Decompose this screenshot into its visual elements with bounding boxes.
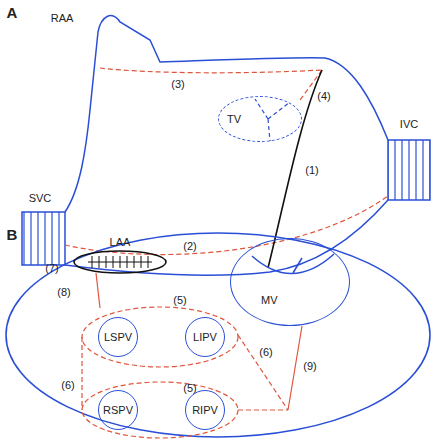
callout-number: (3) [171,78,184,91]
linear-lines [96,273,302,410]
right-atrium [22,16,430,276]
callout-number: (5) [173,294,186,307]
node-text: RSPV [103,404,133,417]
structure-node: MV [230,238,350,326]
structure-node: RSPV [98,390,138,430]
mitral-leaflets [252,254,334,274]
structure-node: LAA [72,236,168,276]
node-text: TV [227,113,241,126]
structure-label: IVC [400,118,418,131]
structure-label: RAA [51,12,74,25]
node-text: LIPV [193,331,217,344]
laa-hatching [88,256,152,268]
callout-number: (7) [45,262,58,275]
structure-label: SVC [29,192,52,205]
structure-node: LSPV [98,317,138,357]
ablation-lines [65,68,388,255]
callout-number: (2) [183,240,196,253]
left-atrium [6,233,430,437]
callout-number: (6) [259,346,272,359]
callout-number: (8) [57,286,70,299]
structure-node: TV [218,96,302,142]
structure-node: LIPV [185,317,225,357]
structure-node: RIPV [185,390,225,430]
node-text: MV [261,294,278,307]
node-text: LAA [110,236,131,249]
callout-number: (5) [183,382,196,395]
tricuspid-leaflets [255,99,290,141]
panel-letter: A [7,6,18,19]
pv-isolation-lines [82,307,288,438]
callout-number: (1) [305,164,318,177]
panel-letter: B [7,228,18,241]
callout-number: (4) [317,90,330,103]
node-text: LSPV [104,331,132,344]
node-text: RIPV [192,404,218,417]
callout-number: (9) [303,360,316,373]
callout-number: (6) [61,379,74,392]
